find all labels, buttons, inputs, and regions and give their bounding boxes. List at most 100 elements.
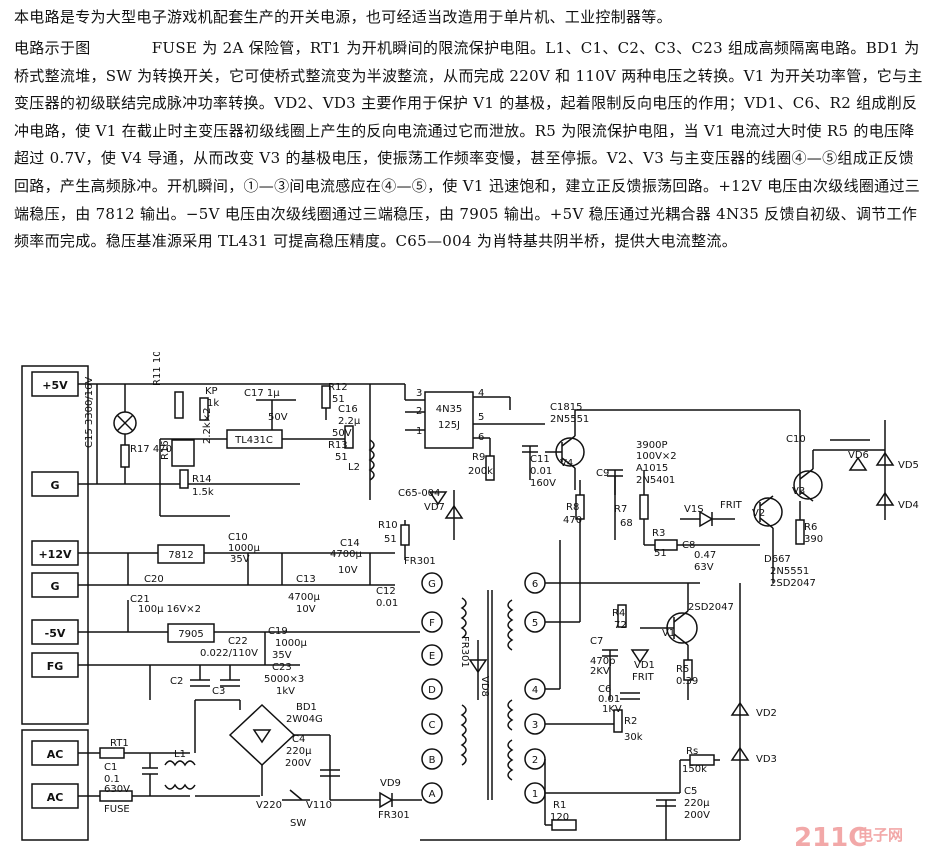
optocoupler-4n35: 4N35 125J 3 4 2 5 1 6 — [370, 383, 545, 449]
svg-text:D667: D667 — [764, 554, 791, 565]
svg-text:2W04G: 2W04G — [286, 714, 323, 725]
svg-text:R17 470: R17 470 — [130, 444, 172, 455]
svg-text:51: 51 — [332, 394, 345, 405]
svg-text:FUSE: FUSE — [104, 804, 130, 815]
svg-text:R8: R8 — [566, 502, 579, 513]
svg-text:1: 1 — [416, 426, 422, 437]
svg-text:A1015: A1015 — [636, 463, 668, 474]
svg-text:G: G — [50, 580, 59, 593]
svg-text:1000μ: 1000μ — [228, 543, 260, 554]
svg-text:BD1: BD1 — [296, 702, 317, 713]
svg-text:470: 470 — [563, 515, 582, 526]
svg-text:R10: R10 — [378, 520, 398, 531]
svg-text:1kV: 1kV — [276, 686, 295, 697]
svg-text:C: C — [429, 720, 436, 731]
svg-text:C15 3300/16V: C15 3300/16V — [84, 377, 95, 448]
svg-text:R4: R4 — [612, 608, 625, 619]
svg-text:51: 51 — [335, 452, 348, 463]
svg-text:1: 1 — [532, 789, 538, 800]
svg-text:2SD2047: 2SD2047 — [688, 602, 734, 613]
svg-text:V220: V220 — [256, 800, 282, 811]
regulator-7905-label: 7905 — [178, 629, 203, 640]
svg-text:2: 2 — [532, 755, 538, 766]
svg-text:200V: 200V — [285, 758, 311, 769]
svg-text:R2: R2 — [624, 716, 637, 727]
svg-text:VD4: VD4 — [898, 500, 919, 511]
ac-input-section — [78, 665, 422, 809]
svg-text:2N5551: 2N5551 — [550, 414, 589, 425]
svg-text:F: F — [429, 618, 435, 629]
svg-text:0.01: 0.01 — [598, 694, 620, 705]
svg-text:C16: C16 — [338, 404, 358, 415]
description-block: 本电路是专为大型电子游戏机配套生产的开关电源，也可经适当改造用于单片机、工业控制… — [0, 0, 936, 352]
svg-text:-5V: -5V — [45, 627, 66, 640]
component-labels: C15 3300/16V R17 470 R11 100 KP 1k R16 R… — [84, 344, 919, 829]
svg-text:C6: C6 — [598, 684, 611, 695]
svg-text:C7: C7 — [590, 636, 603, 647]
svg-text:R7: R7 — [614, 504, 627, 515]
svg-text:630V: 630V — [104, 784, 130, 795]
tl431-label: TL431C — [234, 435, 273, 446]
svg-text:100μ 16V×2: 100μ 16V×2 — [138, 604, 201, 615]
svg-text:C3: C3 — [212, 686, 225, 697]
svg-text:C8: C8 — [682, 540, 695, 551]
svg-text:4N35: 4N35 — [436, 404, 463, 415]
svg-text:AC: AC — [47, 791, 64, 804]
svg-text:10V: 10V — [296, 604, 316, 615]
svg-text:KP: KP — [205, 386, 218, 397]
svg-text:R14: R14 — [192, 474, 212, 485]
svg-text:50V: 50V — [268, 412, 288, 423]
svg-text:2KV: 2KV — [590, 666, 610, 677]
terminal-plus5v: +5V — [31, 371, 79, 397]
terminal-minus5v: -5V — [31, 619, 79, 645]
svg-text:0.01: 0.01 — [530, 466, 552, 477]
svg-text:V3: V3 — [792, 486, 805, 497]
svg-text:R11 100: R11 100 — [152, 352, 163, 386]
description-para-1: 本电路是专为大型电子游戏机配套生产的开关电源，也可经适当改造用于单片机、工业控制… — [14, 8, 672, 26]
svg-text:3: 3 — [416, 388, 422, 399]
terminal-ac-1: AC — [31, 740, 79, 766]
svg-text:4700μ: 4700μ — [330, 549, 362, 560]
svg-text:FR301: FR301 — [459, 636, 470, 668]
svg-text:FG: FG — [47, 660, 64, 673]
svg-text:R12: R12 — [328, 382, 348, 393]
svg-text:FRIT: FRIT — [720, 500, 743, 511]
svg-text:0.39: 0.39 — [676, 676, 698, 687]
terminal-gnd-2: G — [31, 572, 79, 598]
svg-text:C10: C10 — [786, 434, 806, 445]
svg-text:VD8: VD8 — [479, 676, 490, 697]
svg-text:120: 120 — [550, 812, 569, 823]
svg-text:V1S: V1S — [684, 504, 704, 515]
svg-text:0.01: 0.01 — [376, 598, 398, 609]
svg-text:电子网: 电子网 — [858, 826, 903, 844]
svg-text:SW: SW — [290, 818, 306, 829]
svg-text:4: 4 — [532, 685, 538, 696]
svg-text:VD1: VD1 — [634, 660, 655, 671]
svg-text:D: D — [428, 685, 436, 696]
svg-text:V1: V1 — [662, 628, 675, 639]
svg-text:2N5551: 2N5551 — [770, 566, 809, 577]
svg-text:C20: C20 — [144, 574, 164, 585]
svg-text:3900P: 3900P — [636, 440, 667, 451]
svg-text:G: G — [428, 579, 436, 590]
svg-text:160V: 160V — [530, 478, 556, 489]
svg-text:R13: R13 — [328, 440, 348, 451]
svg-text:G: G — [50, 479, 59, 492]
svg-text:C12: C12 — [376, 586, 396, 597]
svg-text:30k: 30k — [624, 732, 643, 743]
svg-text:0.47: 0.47 — [694, 550, 716, 561]
svg-text:63V: 63V — [694, 562, 714, 573]
svg-text:C23: C23 — [272, 662, 292, 673]
svg-text:2SD2047: 2SD2047 — [770, 578, 816, 589]
svg-text:+12V: +12V — [38, 548, 72, 561]
svg-text:R1: R1 — [553, 800, 566, 811]
terminal-ac-2: AC — [31, 783, 79, 809]
svg-text:2N5401: 2N5401 — [636, 475, 675, 486]
svg-text:VD2: VD2 — [756, 708, 777, 719]
svg-text:68: 68 — [620, 518, 633, 529]
regulator-7812-label: 7812 — [168, 550, 193, 561]
svg-text:C1: C1 — [104, 762, 117, 773]
svg-text:Rs: Rs — [686, 746, 698, 757]
svg-text:5000×3: 5000×3 — [264, 674, 304, 685]
svg-text:2.2μ: 2.2μ — [338, 416, 361, 427]
